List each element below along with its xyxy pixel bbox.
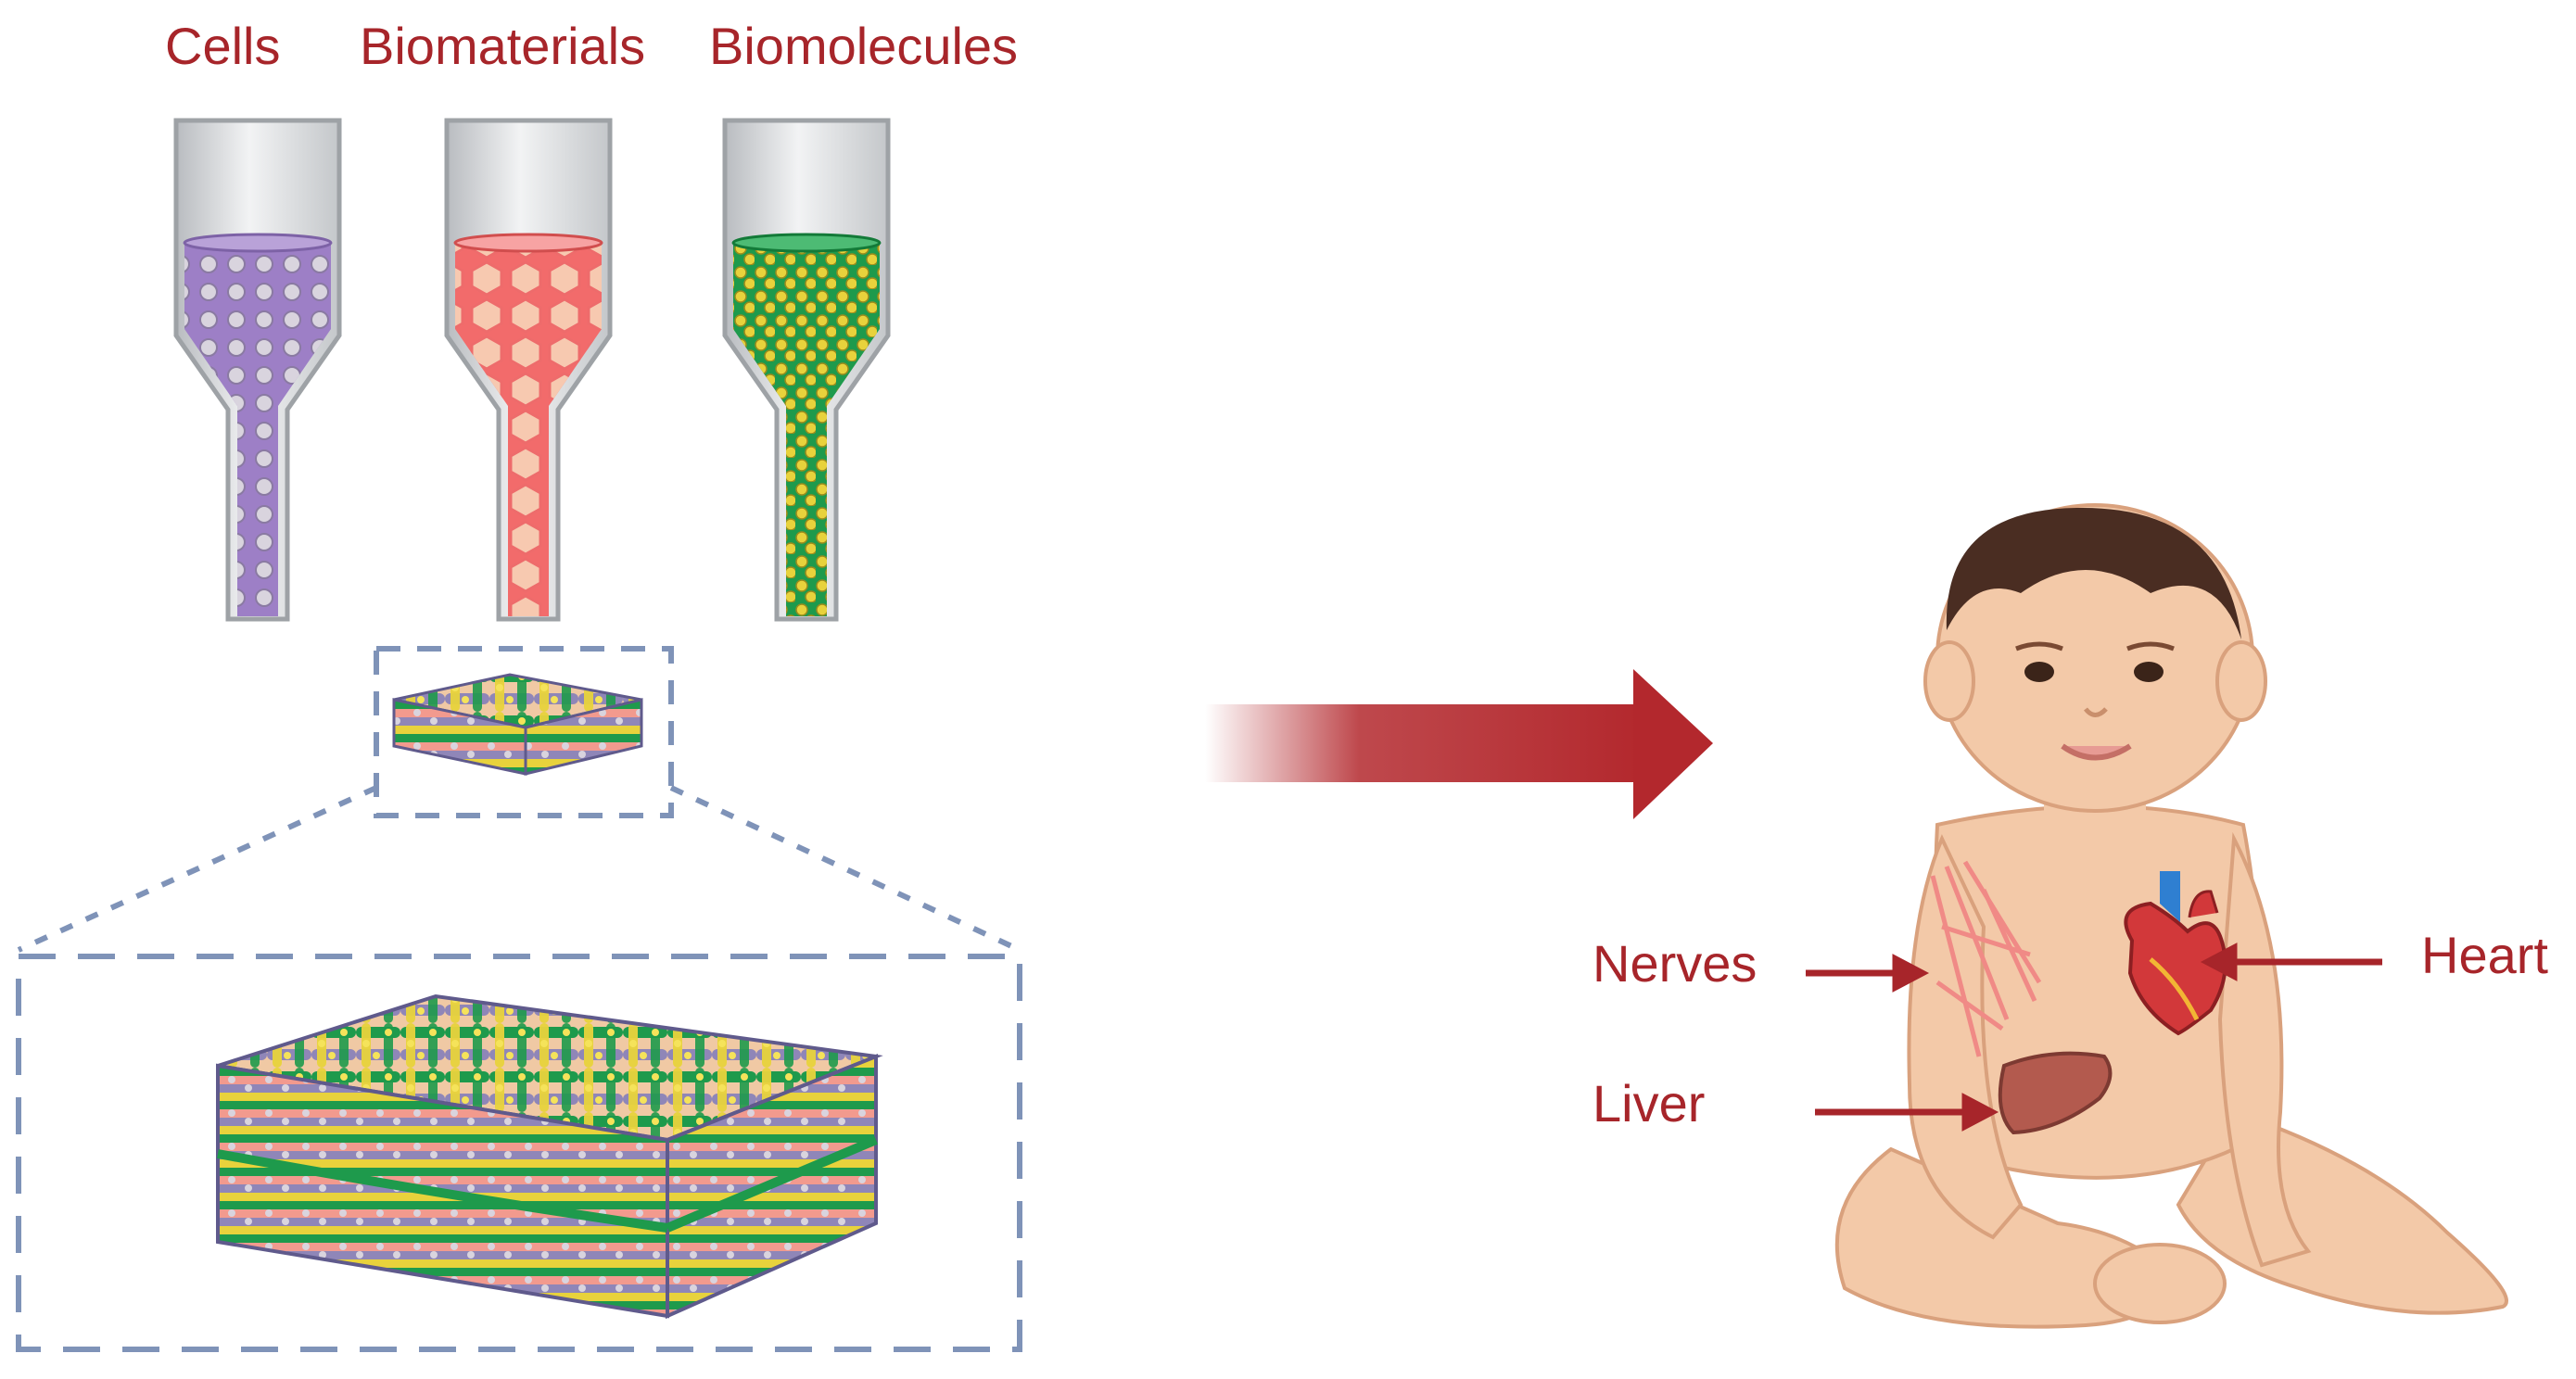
label-cells: Cells	[165, 17, 281, 75]
transition-arrow	[1205, 669, 1713, 819]
syringe-cells-icon	[173, 118, 342, 622]
liver-arrow	[1815, 1093, 1999, 1132]
syringe-biomaterials-icon	[444, 118, 613, 622]
magnified-woven-scaffold-icon	[216, 993, 883, 1320]
label-nerves: Nerves	[1593, 934, 1758, 993]
pointer-arrows	[1806, 943, 2382, 1132]
small-scaffold-box	[374, 646, 674, 818]
liver-icon	[1998, 1051, 2113, 1135]
label-biomolecules: Biomolecules	[709, 17, 1019, 75]
magnified-scaffold-box	[16, 954, 1022, 1352]
label-biomaterials: Biomaterials	[360, 17, 646, 75]
label-liver: Liver	[1593, 1074, 1706, 1132]
woven-scaffold-icon	[392, 673, 643, 776]
syringe-biomolecules-icon	[722, 118, 891, 622]
heart-icon	[2124, 871, 2227, 1036]
label-heart: Heart	[2421, 926, 2548, 984]
hair-icon	[1946, 507, 2241, 639]
nerves-icon	[1930, 860, 2042, 1057]
nerves-arrow	[1806, 954, 1930, 993]
heart-arrow	[2200, 943, 2382, 981]
infant-body-icon	[1834, 503, 2508, 1329]
zoom-lines	[17, 785, 1022, 953]
